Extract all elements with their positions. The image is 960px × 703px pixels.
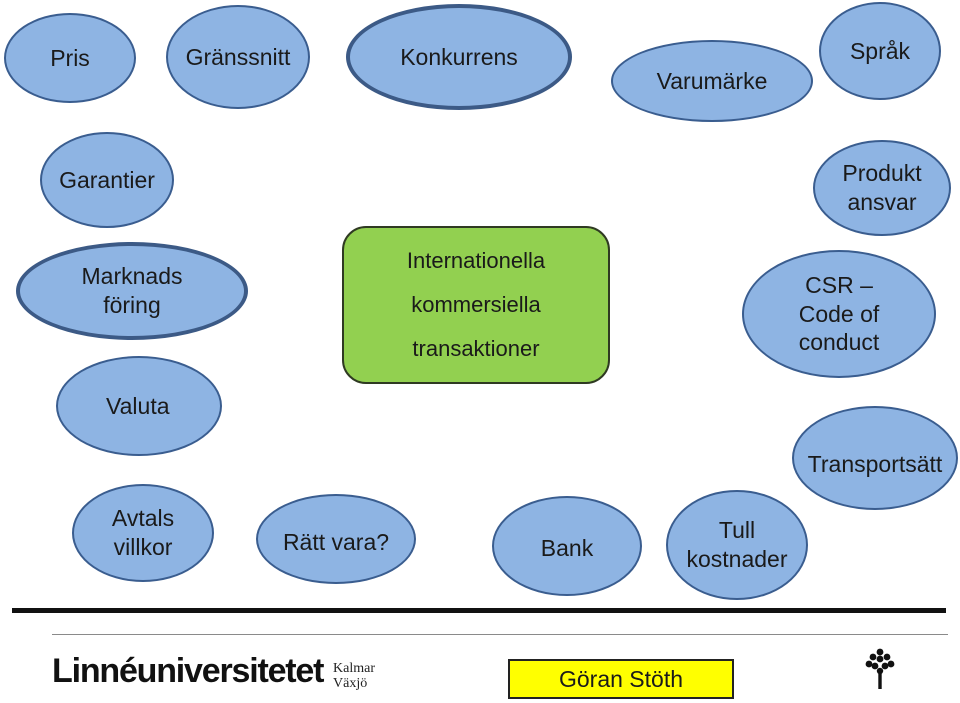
node-avtalsvillkor: Avtals villkor	[72, 484, 214, 582]
center-line-3: transaktioner	[412, 336, 540, 361]
node-tullkostnader: Tull kostnader	[666, 490, 808, 600]
center-line-1: Internationella	[406, 248, 546, 273]
logo-city-vaxjo: Växjö	[333, 676, 368, 691]
footer-divider-thin	[52, 634, 948, 635]
node-bank: Bank	[492, 496, 642, 596]
node-pris: Pris	[4, 13, 136, 103]
logo-city-kalmar: Kalmar	[333, 661, 375, 676]
author-name-box: Göran Stöth	[508, 659, 734, 699]
center-line-2: kommersiella	[411, 292, 541, 317]
node-produktansvar: Produkt ansvar	[813, 140, 951, 236]
footer-divider-thick	[12, 608, 946, 613]
node-ratt-vara: Rätt vara?	[256, 494, 416, 584]
node-varumarke: Varumärke	[611, 40, 813, 122]
tree-logo-icon	[865, 648, 895, 689]
university-logo-text: Linnéuniversitetet	[52, 652, 324, 690]
center-topic-box: Internationella kommersiella transaktion…	[342, 226, 610, 384]
node-csr: CSR – Code of conduct	[742, 250, 936, 378]
node-konkurrens: Konkurrens	[346, 4, 572, 110]
node-granssnitt: Gränssnitt	[166, 5, 310, 109]
university-logo-cities: Kalmar Växjö	[333, 661, 383, 691]
node-valuta: Valuta	[56, 356, 222, 456]
author-name: Göran Stöth	[558, 665, 684, 692]
node-transportsatt: Transportsätt	[792, 406, 958, 510]
node-marknadsforing: Marknads föring	[16, 242, 248, 340]
node-garantier: Garantier	[40, 132, 174, 228]
node-sprak: Språk	[819, 2, 941, 100]
